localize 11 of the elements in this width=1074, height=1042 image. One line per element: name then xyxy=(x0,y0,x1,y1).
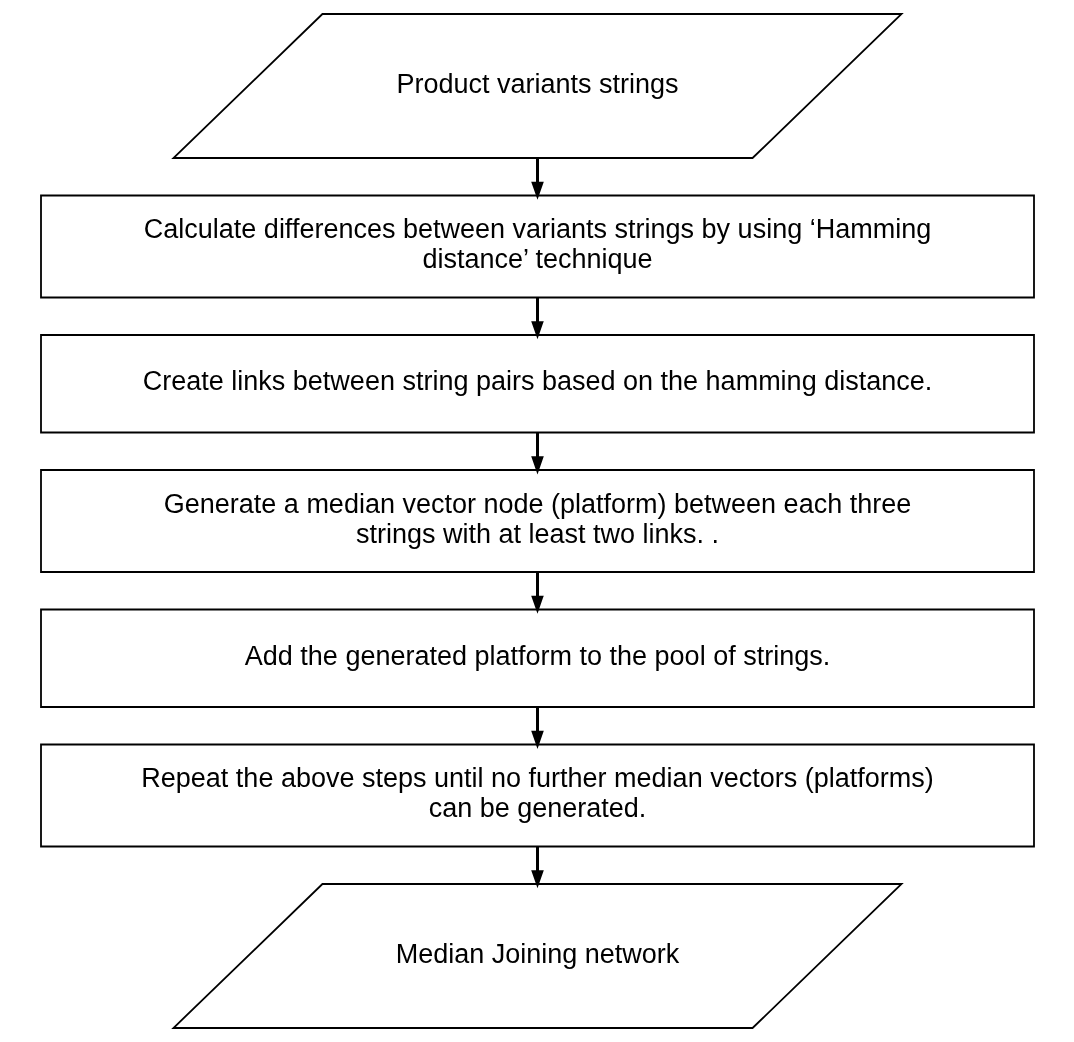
node-box: Generate a median vector node (platform) between each three strings with at least two links. . xyxy=(39,469,1035,573)
arrow xyxy=(530,432,544,475)
arrow xyxy=(530,846,544,889)
arrow xyxy=(530,707,544,749)
node-box: Repeat the above steps until no further median vectors (platforms) can be generated. xyxy=(39,743,1035,848)
node-box: Add the generated platform to the pool of strings. xyxy=(39,608,1035,708)
node-box: Create links between string pairs based on the hamming distance. xyxy=(39,334,1035,434)
arrow xyxy=(530,297,544,340)
arrow xyxy=(530,158,544,200)
node-box: Calculate differences between variants strings by using ‘Hamming distance’ technique xyxy=(39,194,1035,299)
arrow xyxy=(530,572,544,614)
